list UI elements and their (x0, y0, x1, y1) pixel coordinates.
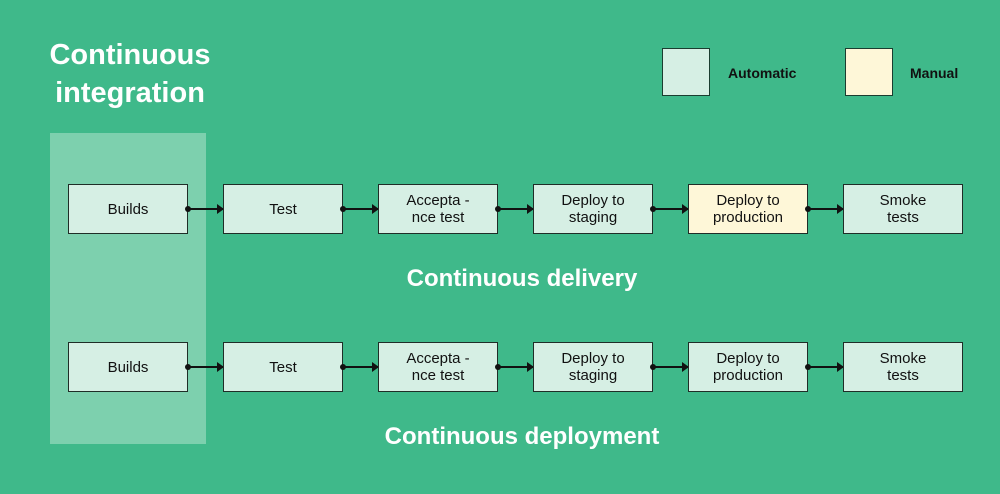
deployment-step-production: Deploy to production (688, 342, 808, 392)
delivery-step-builds: Builds (68, 184, 188, 234)
deployment-pipeline: Builds Test Accepta - nce test Deploy to… (0, 342, 1000, 392)
delivery-arrow-5 (805, 204, 844, 214)
deployment-step-staging: Deploy to staging (533, 342, 653, 392)
deployment-step-smoke: Smoke tests (843, 342, 963, 392)
delivery-step-staging: Deploy to staging (533, 184, 653, 234)
legend-manual-label: Manual (910, 65, 959, 81)
ci-highlight-panel (50, 133, 206, 444)
delivery-arrow-4 (650, 204, 689, 214)
deployment-arrow-3 (495, 362, 534, 372)
delivery-pipeline: Builds Test Accepta - nce test Deploy to… (0, 184, 1000, 234)
delivery-step-smoke: Smoke tests (843, 184, 963, 234)
deployment-title: Continuous deployment (384, 423, 660, 450)
delivery-arrow-3 (495, 204, 534, 214)
delivery-step-test: Test (223, 184, 343, 234)
legend-manual-swatch (845, 48, 893, 96)
delivery-step-production: Deploy to production (688, 184, 808, 234)
delivery-title: Continuous delivery (406, 265, 638, 292)
deployment-arrow-5 (805, 362, 844, 372)
deployment-step-acceptance: Accepta - nce test (378, 342, 498, 392)
deployment-arrow-1 (185, 362, 224, 372)
legend-automatic-swatch (662, 48, 710, 96)
delivery-arrow-2 (340, 204, 379, 214)
delivery-step-acceptance: Accepta - nce test (378, 184, 498, 234)
legend-automatic-label: Automatic (728, 65, 797, 81)
deployment-arrow-2 (340, 362, 379, 372)
deployment-arrow-4 (650, 362, 689, 372)
delivery-arrow-1 (185, 204, 224, 214)
deployment-step-builds: Builds (68, 342, 188, 392)
ci-title: Continuous integration (49, 39, 211, 109)
deployment-step-test: Test (223, 342, 343, 392)
